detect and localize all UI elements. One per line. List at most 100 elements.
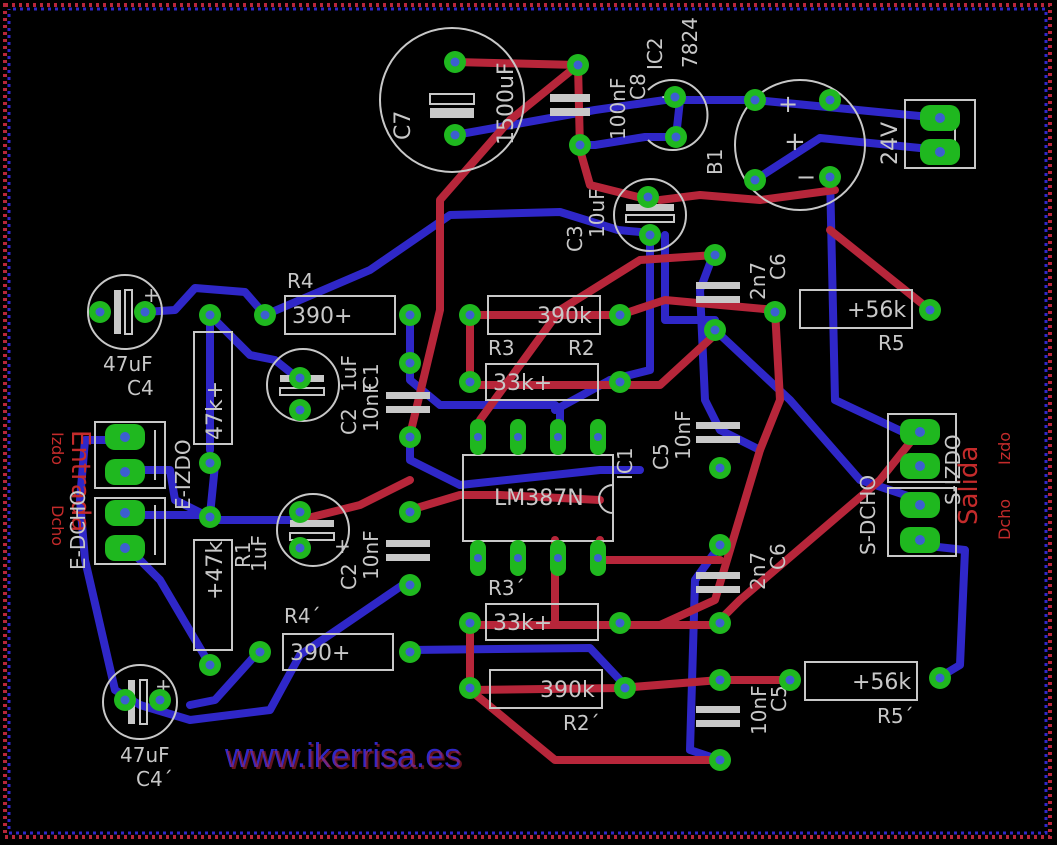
r1b-value: +47k <box>203 541 228 600</box>
pad-hole <box>120 432 130 442</box>
pad-hole <box>670 92 680 102</box>
pad-hole <box>205 310 215 320</box>
capacitor-c8: 100nF C8 <box>550 73 650 140</box>
pad-hole <box>155 695 165 705</box>
c4-label: C4 <box>127 376 154 400</box>
pad-hole <box>915 461 925 471</box>
pad-hole <box>671 132 681 142</box>
resistor-r3: 390k R3 33k+ <box>487 295 601 360</box>
r5b-label: R5´ <box>877 704 914 728</box>
pad-hole <box>405 647 415 657</box>
r2b-value: 390k <box>540 678 595 703</box>
izdo-left: Izdo <box>48 432 67 465</box>
pad-hole <box>205 660 215 670</box>
r5-label: R5 <box>878 331 905 355</box>
r2-value: 33k+ <box>493 371 552 396</box>
s-dcho-label: S-DCHO <box>856 475 880 555</box>
ic1-value: LM387N <box>494 486 584 511</box>
r3b-value: 33k+ <box>493 611 552 636</box>
pad-hole <box>405 507 415 517</box>
c1-label: C1 <box>359 363 383 390</box>
pad-hole <box>295 543 305 553</box>
pad-hole <box>935 673 945 683</box>
pad-hole <box>573 60 583 70</box>
e-izdo-label: E-IZDO <box>171 439 195 510</box>
r3-value: 390k <box>537 304 592 329</box>
pad-hole <box>120 543 130 553</box>
pad-hole <box>405 432 415 442</box>
capacitor-c4: + 47uF C4 <box>87 274 163 400</box>
ic2-label: IC2 <box>643 37 667 70</box>
pad-hole <box>915 427 925 437</box>
pad-hole <box>450 57 460 67</box>
svg-text:+: + <box>778 90 798 118</box>
pad-hole <box>405 358 415 368</box>
pad-hole <box>615 310 625 320</box>
pad-hole <box>715 463 725 473</box>
c21-label: C2 <box>337 408 361 435</box>
pad-hole <box>615 618 625 628</box>
pad-hole <box>710 325 720 335</box>
s-izdo-label: S-IZDO <box>941 434 965 505</box>
pad-hole <box>620 683 630 693</box>
resistor-r4: 390+ R4 <box>284 269 396 335</box>
pad-hole <box>465 683 475 693</box>
pad-hole <box>295 405 305 415</box>
c5b-value: 10nF <box>747 685 771 735</box>
izdo-right: Izdo <box>995 432 1014 465</box>
c5-label: C5 <box>649 443 673 470</box>
salida-label: Salida <box>954 446 984 525</box>
resistor-r2b: 390k R2´ <box>489 669 603 735</box>
amplifier-ic1: LM387N IC1 <box>462 447 637 542</box>
pad-hole <box>715 755 725 765</box>
capacitor-c5: C5 10nF <box>649 410 740 470</box>
pads <box>89 51 960 771</box>
r2-name: R2 <box>568 336 595 360</box>
pad-hole <box>554 433 562 441</box>
r3b-label: R3´ <box>488 576 525 600</box>
pad-hole <box>915 535 925 545</box>
supply-label: 24V <box>878 122 903 165</box>
pad-hole <box>750 175 760 185</box>
pad-hole <box>594 554 602 562</box>
pad-hole <box>915 500 925 510</box>
resistor-r1b: +47k R1 <box>193 539 255 651</box>
dcho-right: Dcho <box>995 499 1014 540</box>
c2b-cap: 10nF <box>359 530 383 580</box>
c8-value: 100nF <box>606 78 630 140</box>
pad-hole <box>750 95 760 105</box>
pad-hole <box>140 307 150 317</box>
pad-hole <box>935 113 945 123</box>
c3-label: C3 <box>563 225 587 252</box>
resistor-r5b: +56k R5´ <box>804 661 918 728</box>
r4-value: 390+ <box>292 304 352 329</box>
pad-hole <box>295 373 305 383</box>
pad-hole <box>205 512 215 522</box>
c21-value: 1uF <box>337 355 361 392</box>
pad-hole <box>825 95 835 105</box>
svg-text:+: + <box>334 534 351 558</box>
r2b-label: R2´ <box>563 711 600 735</box>
pad-hole <box>935 147 945 157</box>
pad-hole <box>715 618 725 628</box>
pad-hole <box>594 433 602 441</box>
r4b-value: 390+ <box>290 641 350 666</box>
r1b-label: R1 <box>231 541 255 568</box>
c6b-label: C6 <box>766 543 790 570</box>
pad-hole <box>770 307 780 317</box>
output-connector: Salida S-IZDO S-DCHO Izdo Dcho <box>856 413 1014 557</box>
r5b-value: +56k <box>852 670 911 695</box>
pad-hole <box>255 647 265 657</box>
resistor-r1: 47k+ <box>193 331 233 445</box>
pad-hole <box>825 172 835 182</box>
c4-value: 47uF <box>103 352 153 376</box>
c7-label: C7 <box>391 111 416 140</box>
svg-text:+: + <box>784 127 806 157</box>
pad-hole <box>474 554 482 562</box>
svg-text:+: + <box>143 283 160 307</box>
c2b-label: C2 <box>337 563 361 590</box>
pad-hole <box>575 140 585 150</box>
resistor-r3b: 33k+ R3´ <box>485 576 599 641</box>
capacitor-c7: C7 1500uF <box>379 27 525 173</box>
